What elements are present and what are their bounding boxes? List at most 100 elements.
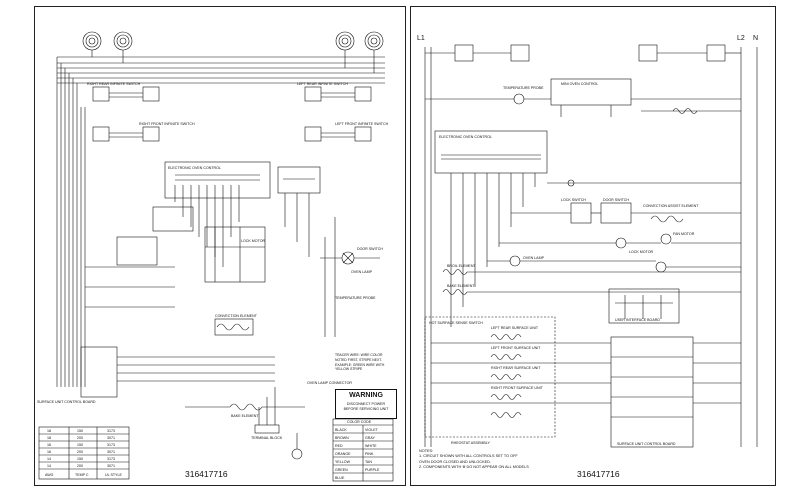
door-switch-label: DOOR SWITCH — [357, 247, 383, 251]
rr-label: RIGHT REAR INFINITE SWITCH — [87, 82, 141, 86]
wire-table-cell: 150 — [77, 457, 83, 461]
warning-line-2: BEFORE SERVICING UNIT — [343, 407, 389, 411]
r-fan-motor-label: FAN MOTOR — [673, 232, 695, 236]
left-schematic-sheet: ELECTRONIC OVEN CONTROL RIGHT REAR INFIN… — [34, 6, 406, 486]
r-eoc-label: ELECTRONIC OVEN CONTROL — [439, 135, 492, 139]
lr-label: LEFT REAR INFINITE SWITCH — [297, 82, 348, 86]
color-code-entry: TAN — [365, 460, 372, 464]
burner-coil-left-front — [82, 31, 102, 51]
tracer-wire-note: TRACER WIRE: WIRE COLOR NOTED FIRST, STR… — [335, 353, 397, 372]
color-code-rows: BLACKBROWNREDORANGEYELLOWGREENBLUEVIOLET… — [335, 428, 380, 480]
warning-line-1: DISCONNECT POWER — [346, 402, 386, 406]
rheostat-assembly-box — [424, 316, 556, 438]
r-rf-unit-label: RIGHT FRONT SURFACE UNIT — [491, 386, 544, 390]
oven-lamp-label: OVEN LAMP — [351, 270, 373, 274]
right-part-number: 316417716 — [577, 469, 620, 479]
infinite-switch-lr — [304, 86, 322, 102]
wire-table-cell: 18 — [47, 436, 51, 440]
r-lock-motor-label: LOCK MOTOR — [629, 250, 653, 254]
color-code-entry: BLACK — [335, 428, 347, 432]
rail-l2-label: L2 — [737, 35, 745, 42]
notes-item: 2. COMPONENTS WITH ※ DO NOT APPEAR ON AL… — [419, 465, 529, 470]
notes-item: OVEN DOOR CLOSED AND UNLOCKED. — [419, 459, 491, 464]
wire-table-header: AWG — [45, 473, 54, 477]
mini-oven-control-box — [550, 78, 632, 106]
color-code-entry: BLUE — [335, 476, 345, 480]
rf-label: RIGHT FRONT INFINITE SWITCH — [139, 122, 195, 126]
lock-motor-label: LOCK MOTOR — [241, 239, 265, 243]
temp-probe-label: TEMPERATURE PROBE — [335, 296, 376, 300]
color-code-entry: PINK — [365, 452, 374, 456]
r-lr-unit-label: LEFT REAR SURFACE UNIT — [491, 326, 539, 330]
wire-table-cell: 200 — [77, 464, 83, 468]
tracer-note-line: TRACER WIRE: WIRE COLOR — [335, 353, 383, 357]
burner-coil-right-rear — [335, 31, 355, 51]
interface-board — [152, 206, 194, 232]
notes-block: NOTES: 1. CIRCUIT SHOWN WITH ALL CONTROL… — [419, 449, 619, 471]
eoc-label: ELECTRONIC OVEN CONTROL — [168, 166, 221, 170]
infinite-switch-rr — [92, 86, 110, 102]
left-wiring-diagram: ELECTRONIC OVEN CONTROL RIGHT REAR INFIN… — [37, 31, 394, 482]
warning-title: WARNING — [349, 392, 383, 399]
r-surface-board-label: SURFACE UNIT CONTROL BOARD — [617, 442, 676, 446]
color-code-entry: YELLOW — [335, 460, 351, 464]
notes-item: 1. CIRCUIT SHOWN WITH ALL CONTROLS SET T… — [419, 454, 518, 459]
electronic-oven-control-box — [434, 130, 548, 174]
r-ui-board-label: USER INTERFACE BOARD — [615, 318, 660, 322]
user-interface-board-box — [608, 288, 680, 324]
burner-coil-right-front — [364, 31, 384, 51]
infinite-switch-lf — [354, 86, 372, 102]
wire-table-cell: 16 — [47, 443, 51, 447]
r-rr-unit-label: RIGHT REAR SURFACE UNIT — [491, 366, 541, 370]
rail-n-label: N — [753, 35, 759, 42]
wire-table-cell: 16 — [47, 450, 51, 454]
r-rheostat-label: RHEOSTAT ASSEMBLY — [451, 441, 490, 445]
r-oven-lamp-label: OVEN LAMP — [523, 256, 545, 260]
terminal-block-symbol — [254, 424, 280, 434]
r-broil-label: BROIL ELEMENT — [447, 264, 476, 268]
wire-table-cell: 3173 — [107, 457, 115, 461]
notes-title: NOTES: — [419, 449, 434, 453]
tracer-note-line: NOTED FIRST, STRIPE NEXT. — [335, 357, 382, 362]
convection-label: CONVECTION ELEMENT — [215, 314, 258, 318]
rail-l1-label: L1 — [417, 35, 425, 42]
burner-coil-left-rear — [113, 31, 133, 51]
r-convection-label: CONVECTION ASSIST ELEMENT — [643, 204, 699, 208]
surface-unit-control-board-box — [610, 336, 694, 448]
color-code-entry: GREEN — [335, 468, 348, 472]
wire-table-cell: 200 — [77, 436, 83, 440]
lamp-connector-label: OVEN LAMP CONNECTOR — [307, 381, 352, 385]
right-ladder-diagram: ELECTRONIC OVEN CONTROL MINI OVEN CONTRO… — [424, 44, 758, 448]
wire-spec-table: 18 150 3173 18 200 3071 16 150 3173 16 200 3071 14 15… — [45, 429, 122, 477]
lf-label: LEFT FRONT INFINITE SWITCH — [335, 122, 389, 126]
surface-board-label: SURFACE UNIT CONTROL BOARD — [37, 400, 96, 404]
terminal-block-label: TERMINAL BLOCK — [251, 436, 283, 440]
r-door-switch-label: DOOR SWITCH — [603, 198, 629, 202]
wire-table-cell: 3071 — [107, 464, 115, 468]
wire-table-cell: 3173 — [107, 443, 115, 447]
color-code-entry: PURPLE — [365, 468, 380, 472]
color-code-entry: WHITE — [365, 444, 377, 448]
wire-table-cell: 150 — [77, 429, 83, 433]
r-lf-unit-label: LEFT FRONT SURFACE UNIT — [491, 346, 541, 350]
color-code-entry: GRAY — [365, 436, 376, 440]
infinite-switch-rf — [142, 86, 160, 102]
wire-table-cell: 3071 — [107, 436, 115, 440]
color-code-entry: ORANGE — [335, 452, 351, 456]
surface-unit-control-board-box — [80, 346, 118, 398]
wire-table-cell: 200 — [77, 450, 83, 454]
wire-table-cell: 18 — [47, 429, 51, 433]
wire-table-cell: 150 — [77, 443, 83, 447]
bake-label: BAKE ELEMENT — [231, 414, 259, 418]
r-probe-label: TEMPERATURE PROBE — [503, 86, 544, 90]
color-code-entry: RED — [335, 444, 343, 448]
color-code-title: COLOR CODE — [347, 420, 372, 424]
wire-table-header: UL STYLE — [105, 473, 122, 477]
wire-table-cell: 3173 — [107, 429, 115, 433]
r-mini-label: MINI OVEN CONTROL — [561, 82, 598, 86]
wire-table-cell: 3071 — [107, 450, 115, 454]
left-part-number: 316417716 — [185, 469, 228, 479]
wire-table-cell: 14 — [47, 457, 51, 461]
r-lock-switch-label: LOCK SWITCH — [561, 198, 586, 202]
color-code-entry: BROWN — [335, 436, 349, 440]
